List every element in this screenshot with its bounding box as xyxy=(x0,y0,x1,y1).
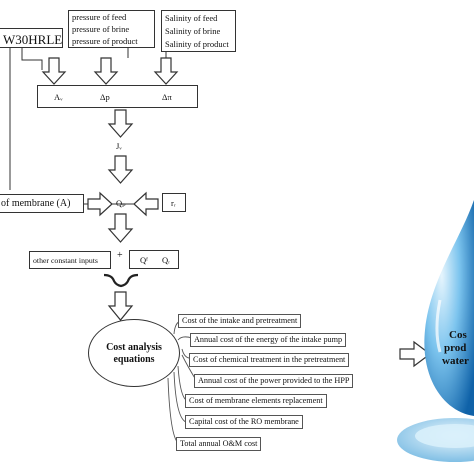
membrane-area-box: of membrane (A) xyxy=(0,194,84,213)
salinity-box: Salinity of feed Salinity of brine Salin… xyxy=(161,10,236,52)
rr-variable: rᵣ xyxy=(171,198,176,208)
membrane-label: W30HRLE xyxy=(3,32,63,47)
arrow-drop-right xyxy=(399,340,431,368)
cost-item-chemical-treatment: Cost of chemical treatment in the pretre… xyxy=(189,353,350,367)
arrow-rr-left xyxy=(133,191,159,217)
arrow-membrane-right xyxy=(87,191,113,217)
drop-text-line3: water xyxy=(442,355,469,367)
pressure-feed: pressure of feed xyxy=(72,12,127,22)
jw-variable: Jᵥ xyxy=(116,141,122,151)
other-inputs-box: other constant inputs xyxy=(29,251,111,269)
arrow-qp-down xyxy=(107,155,134,184)
membrane-to-aw-line xyxy=(21,48,43,70)
cost-item-intake: Cost of the intake and pretreatment xyxy=(178,314,302,328)
drop-text-line1: Cos xyxy=(449,329,467,341)
dp-variable: Δp xyxy=(100,92,110,102)
recovery-ratio-box: rᵣ xyxy=(162,193,186,212)
flow-rates-box: Qᶠ Qᵣ xyxy=(129,250,179,269)
arrow-dpi-down xyxy=(153,57,179,85)
cost-analysis-subtitle: equations xyxy=(113,354,155,365)
cost-analysis-title: Cost analysis xyxy=(106,342,162,353)
other-inputs-label: other constant inputs xyxy=(33,256,98,265)
cost-analysis-circle: Cost analysis equations xyxy=(88,319,180,387)
cost-item-total-om: Total annual O&M cost xyxy=(176,437,262,451)
arrow-qf-down xyxy=(107,213,134,243)
arrow-aw-down xyxy=(41,57,67,85)
pressure-product: pressure of product xyxy=(72,36,138,46)
aw-variable: Aᵥ xyxy=(54,92,63,102)
qf-variable: Qᶠ xyxy=(140,255,148,265)
cost-item-ro-capital: Capital cost of the RO membrane xyxy=(185,415,303,429)
membrane-box: W30HRLE xyxy=(0,28,63,48)
pressure-brine: pressure of brine xyxy=(72,24,130,34)
membrane-area-label: of membrane (A) xyxy=(1,198,71,209)
arrow-jw-down xyxy=(107,109,134,138)
salinity-brine: Salinity of brine xyxy=(165,26,221,36)
qr-variable: Qᵣ xyxy=(162,255,171,265)
qp-variable: Qₚ xyxy=(116,198,126,208)
arrow-cost-down xyxy=(107,291,134,321)
salinity-product: Salinity of product xyxy=(165,39,229,49)
cost-item-intake-pump-energy: Annual cost of the energy of the intake … xyxy=(190,333,347,347)
flux-variables-box: Aᵥ Δp Δπ xyxy=(37,85,198,108)
salinity-feed: Salinity of feed xyxy=(165,13,218,23)
arrow-dp-down xyxy=(93,57,119,85)
brace-symbol xyxy=(103,273,139,288)
cost-item-membrane-replacement: Cost of membrane elements replacement xyxy=(185,394,327,408)
cost-item-hpp-power: Annual cost of the power provided to the… xyxy=(194,374,354,388)
dpi-variable: Δπ xyxy=(162,92,172,102)
pressures-box: pressure of feed pressure of brine press… xyxy=(68,10,155,48)
water-drop-image xyxy=(397,200,474,462)
drop-text-line2: prod xyxy=(444,342,467,354)
plus-sign: + xyxy=(117,250,123,261)
